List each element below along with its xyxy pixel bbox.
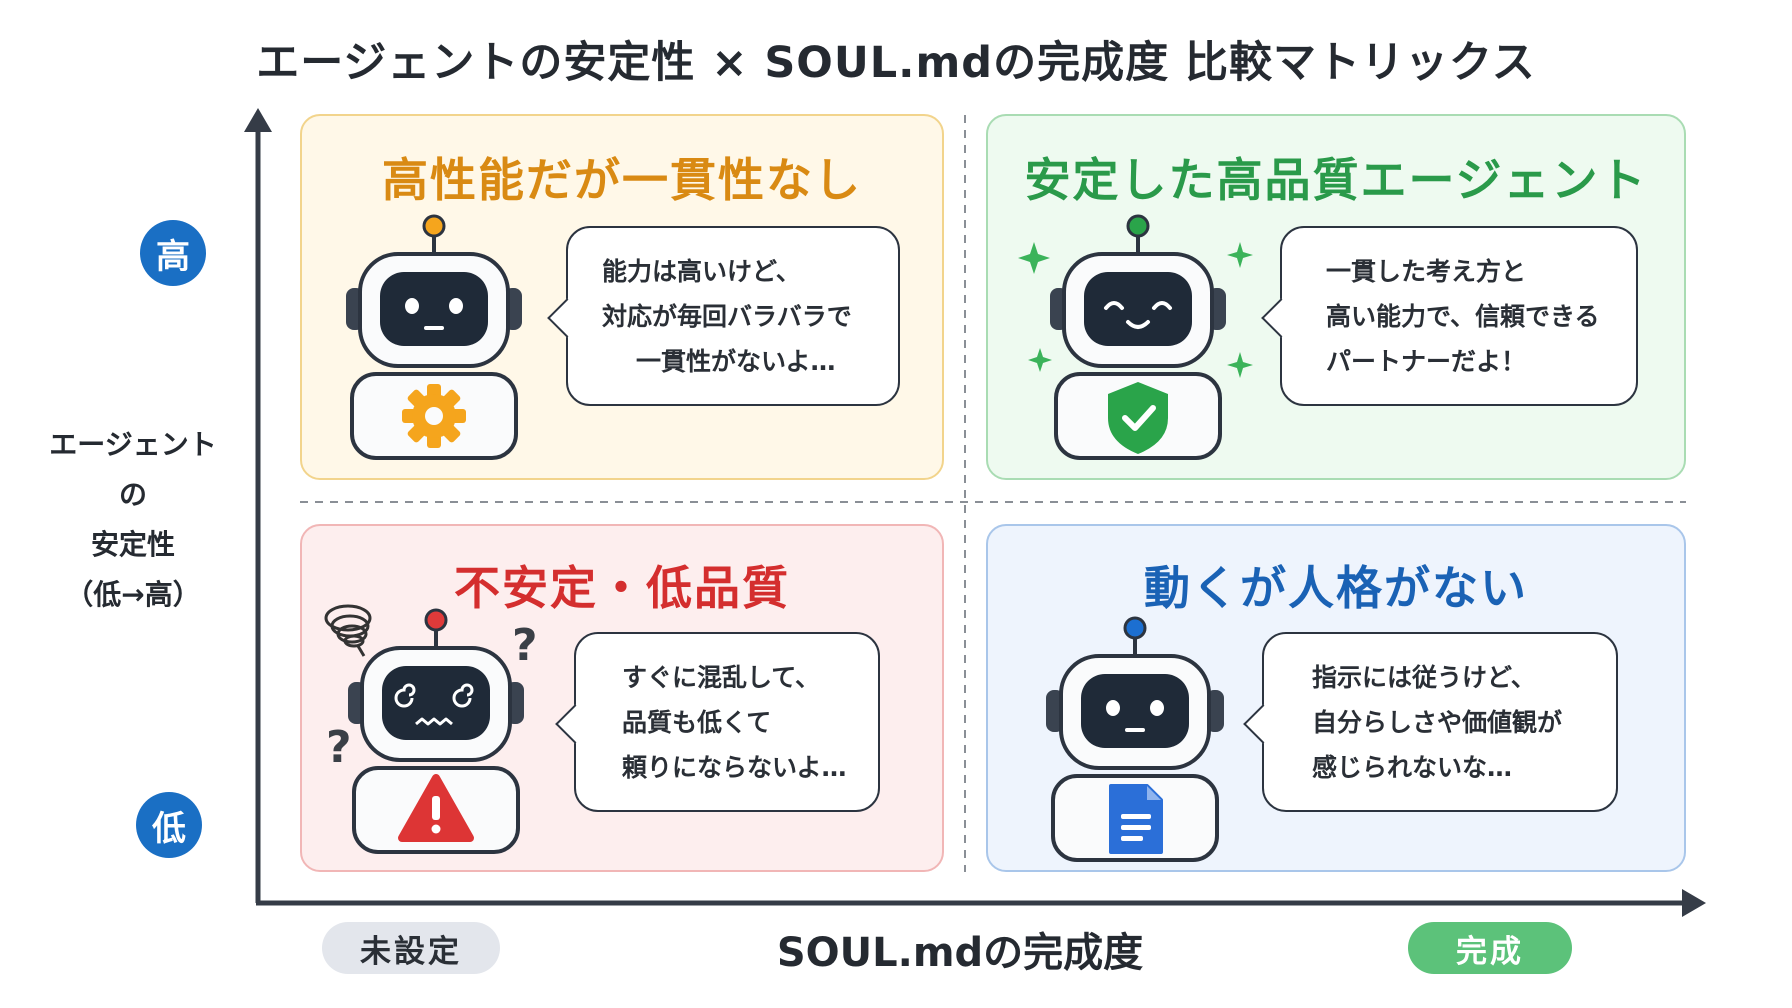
y-axis-arrow-icon: [244, 108, 272, 132]
robot-top-right: [1018, 214, 1253, 460]
robot-top-left: [346, 214, 522, 460]
y-axis-label-line: （低→高）: [65, 578, 201, 611]
bubble-line: パートナーだよ！: [1326, 346, 1527, 376]
antenna-icon: [1126, 214, 1150, 238]
bubble-line: 一貫性がないよ…: [636, 346, 836, 376]
x-axis-right-pill: 完成: [1408, 922, 1572, 974]
confusion-scribble-icon: [324, 604, 372, 657]
sparkle-icon: [1227, 242, 1253, 268]
level-high-badge: 高: [140, 220, 206, 286]
bubble-line: 自分らしさや価値観が: [1312, 707, 1563, 737]
sparkle-icon: [1018, 242, 1050, 274]
document-icon: [1109, 784, 1163, 854]
x-axis-arrow-icon: [1682, 889, 1706, 917]
y-axis-label-line: 安定性: [90, 528, 175, 561]
bubble-line: 能力は高いけど、: [602, 256, 801, 286]
question-mark-icon: ?: [326, 722, 352, 773]
sparkle-icon: [1028, 348, 1052, 372]
robot-bottom-right: [1046, 616, 1224, 862]
speech-bubble-bottom-left: すぐに混乱して、 品質も低くて 頼りにならないよ…: [555, 632, 880, 812]
x-axis-left-pill: 未設定: [322, 922, 500, 974]
antenna-icon: [1123, 616, 1147, 640]
speech-bubble-bottom-right: 指示には従うけど、 自分らしさや価値観が 感じられないな…: [1243, 632, 1618, 812]
y-axis-label-line: エージェントの: [49, 428, 217, 511]
bubble-line: 感じられないな…: [1312, 752, 1513, 782]
page-title: エージェントの安定性 × SOUL.mdの完成度 比較マトリックス: [256, 38, 1536, 88]
bubble-line: 指示には従うけど、: [1312, 662, 1536, 692]
speech-bubble-top-right: 一貫した考え方と 高い能力で、信頼できる パートナーだよ！: [1261, 226, 1638, 406]
bubble-line: 高い能力で、信頼できる: [1326, 301, 1600, 331]
robot-bottom-left: ? ?: [324, 604, 538, 854]
bubble-line: 対応が毎回バラバラで: [602, 301, 852, 331]
y-axis-label: エージェントの 安定性 （低→高）: [38, 420, 228, 620]
speech-bubble-top-left: 能力は高いけど、 対応が毎回バラバラで 一貫性がないよ…: [547, 226, 900, 406]
quadrant-title: 動くが人格がない: [1144, 561, 1528, 615]
quadrant-title: 不安定・低品質: [454, 561, 790, 615]
gear-icon: [402, 384, 466, 448]
quadrant-title: 安定した高品質エージェント: [1024, 153, 1648, 207]
level-low-badge: 低: [136, 792, 202, 858]
antenna-icon: [424, 608, 448, 632]
bubble-line: 一貫した考え方と: [1326, 256, 1527, 286]
shield-check-icon: [1108, 382, 1168, 454]
bubble-line: 頼りにならないよ…: [622, 752, 847, 782]
question-mark-icon: ?: [512, 620, 538, 671]
bubble-line: すぐに混乱して、: [622, 662, 821, 692]
x-axis-title: SOUL.mdの完成度: [776, 930, 1144, 976]
antenna-icon: [422, 214, 446, 238]
quadrant-title: 高性能だが一貫性なし: [382, 153, 862, 207]
warning-icon: [398, 774, 474, 842]
sparkle-icon: [1227, 352, 1253, 378]
bubble-line: 品質も低くて: [622, 707, 772, 737]
